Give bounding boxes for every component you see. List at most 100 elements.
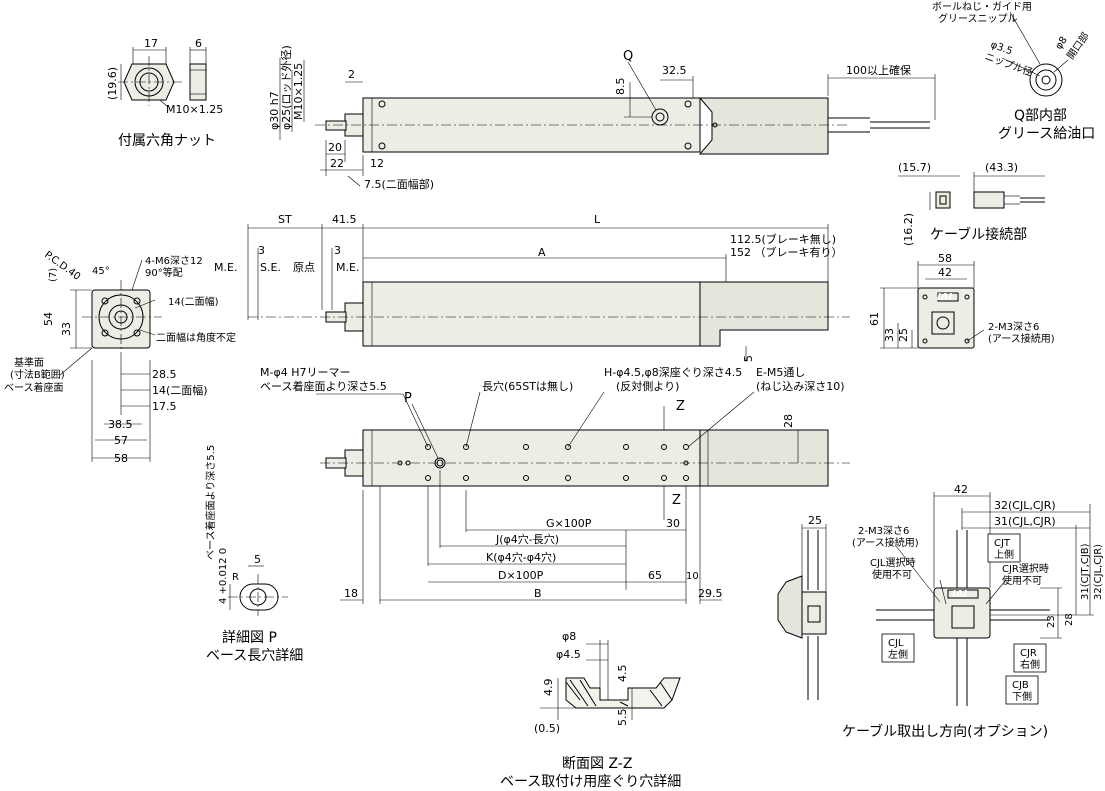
cd-cjt1: CJT xyxy=(994,538,1011,549)
rev-61: 61 xyxy=(868,312,881,326)
lev-28-5: 28.5 xyxy=(152,368,177,381)
rev-33: 33 xyxy=(883,328,896,342)
sv-3b: 3 xyxy=(334,244,341,257)
zz-caption2: ベース取付け用座ぐり穴詳細 xyxy=(500,774,681,790)
bv-m-label2: ベース着座面より深さ5.5 xyxy=(260,379,387,393)
q-marker: Q xyxy=(623,49,633,64)
cd-v28: 28 xyxy=(1064,613,1075,626)
side-view-drawing xyxy=(247,224,850,362)
q-opening: 開口部 xyxy=(1064,30,1092,62)
dim-22: 22 xyxy=(330,157,344,170)
cjb-box xyxy=(1005,675,1039,705)
cd-cjr-note2: 使用不可 xyxy=(1002,574,1042,587)
q-caption-1: Q部内部 xyxy=(1014,108,1067,124)
sv-brake-none: 112.5(ブレーキ無し) xyxy=(730,232,836,246)
cd-cjl-note1: CJL選択時 xyxy=(870,556,916,569)
bv-j: J(φ4穴-長穴) xyxy=(495,532,559,546)
rev-logo: IAI xyxy=(937,292,952,303)
cd-v31: 31(CJT,CJB) xyxy=(1080,543,1091,600)
bv-28: 28 xyxy=(782,414,795,428)
lev-38-5: 38.5 xyxy=(108,418,133,431)
detail-p-drawing xyxy=(228,565,288,616)
nut-dim-19-6: (19.6) xyxy=(106,67,119,100)
cjr-box xyxy=(1013,643,1047,673)
lev-14b: 14(二面幅) xyxy=(152,384,208,397)
lev-17-5: 17.5 xyxy=(152,400,177,413)
rod-od: φ30 h7 xyxy=(268,91,281,130)
hex-nut-drawing xyxy=(118,47,207,108)
zz-4-9: 4.9 xyxy=(542,679,555,697)
rod-dia: φ25(ロッド外径) xyxy=(280,45,293,130)
bv-h-label2: (反対側より) xyxy=(616,379,679,393)
cd-cjl1: CJL xyxy=(888,638,904,649)
cc-caption: ケーブル接続部 xyxy=(930,226,1027,243)
dim-100: 100以上確保 xyxy=(846,63,911,77)
sv-genten: 原点 xyxy=(293,261,315,274)
sv-brake-with: 152 （ブレーキ有り） xyxy=(730,245,843,259)
sv-41-5: 41.5 xyxy=(332,213,357,226)
lev-33: 33 xyxy=(60,322,73,336)
sv-me2: M.E. xyxy=(336,261,359,274)
q-title-2: グリースニップル xyxy=(938,12,1018,25)
bv-29-5: 29.5 xyxy=(698,587,723,600)
sv-se: S.E. xyxy=(260,261,281,274)
bv-e-label1: E-M5通し xyxy=(756,366,805,379)
cc-43-3: (43.3) xyxy=(985,161,1018,174)
rev-42: 42 xyxy=(938,266,952,279)
lev-ref1: 基準面 xyxy=(14,356,44,369)
top-view-drawing xyxy=(279,58,936,187)
dim-7-5: 7.5(二面幅部) xyxy=(364,177,434,191)
lev-ref2: (寸法B範囲) xyxy=(10,368,65,381)
left-end-view-drawing xyxy=(59,259,162,462)
zz-phi8: φ8 xyxy=(562,630,576,643)
q-caption-2: グリース給油口 xyxy=(998,126,1095,142)
cd-42: 42 xyxy=(954,483,968,496)
dp-r: R xyxy=(232,572,239,583)
bv-z2: Z xyxy=(672,493,681,508)
bv-g: G×100P xyxy=(546,517,592,530)
sv-st: ST xyxy=(278,213,292,226)
dim-32-5: 32.5 xyxy=(662,64,687,77)
cc-15-7: (15.7) xyxy=(898,161,931,174)
lev-ref3: ベース着座面 xyxy=(4,381,64,394)
lev-holes: 4-M6深さ12 xyxy=(145,255,203,267)
bottom-view-drawing xyxy=(316,391,850,604)
cd-31: 31(CJL,CJR) xyxy=(994,515,1056,528)
lev-angle: 45° xyxy=(92,266,110,277)
rev-m3-2: (アース接続用) xyxy=(988,332,1055,345)
cd-cjr-note1: CJR選択時 xyxy=(1002,562,1049,575)
cable-dir-side-drawing xyxy=(777,524,827,700)
bv-k: K(φ4穴-φ4穴) xyxy=(486,550,556,564)
cd-cjl2: 左側 xyxy=(888,648,908,661)
dp-caption1: 詳細図 P xyxy=(222,630,277,646)
sv-l: L xyxy=(594,213,601,226)
bv-e-label2: (ねじ込み深さ10) xyxy=(756,380,845,393)
bv-long-hole: 長穴(65STは無し) xyxy=(482,379,573,393)
zz-4-5: 4.5 xyxy=(616,665,629,683)
nut-dim-17: 17 xyxy=(144,37,158,50)
cd-v32: 32(CJL,CJR) xyxy=(1093,544,1104,600)
dp-caption2: ベース長穴詳細 xyxy=(206,648,303,664)
bv-b: B xyxy=(534,587,542,600)
zz-5-5: 5.5 xyxy=(616,709,629,727)
sv-me1: M.E. xyxy=(214,261,237,274)
cd-cjb1: CJB xyxy=(1012,680,1029,691)
bv-d: D×100P xyxy=(498,569,544,582)
cc-16-2: (16.2) xyxy=(902,213,915,246)
q-title-1: ボールねじ・ガイド用 xyxy=(932,1,1032,13)
q-phi8: φ8 xyxy=(1053,35,1069,52)
cable-dir-front-drawing xyxy=(876,492,1094,706)
dp-tol: 4 +0.012 0 xyxy=(218,548,229,604)
lev-58: 58 xyxy=(114,452,128,465)
rev-m3-1: 2-M3深さ6 xyxy=(988,321,1039,333)
nut-thread: M10×1.25 xyxy=(166,103,223,116)
rod-thread: M10×1.25 xyxy=(292,63,305,120)
cd-cjl-note2: 使用不可 xyxy=(872,568,912,581)
bv-30: 30 xyxy=(666,517,680,530)
lev-equal: 90°等配 xyxy=(145,266,183,279)
lev-7: (7) xyxy=(48,268,59,282)
lev-54: 54 xyxy=(42,312,55,326)
nut-dim-6: 6 xyxy=(195,37,202,50)
cd-25: 25 xyxy=(808,514,822,527)
